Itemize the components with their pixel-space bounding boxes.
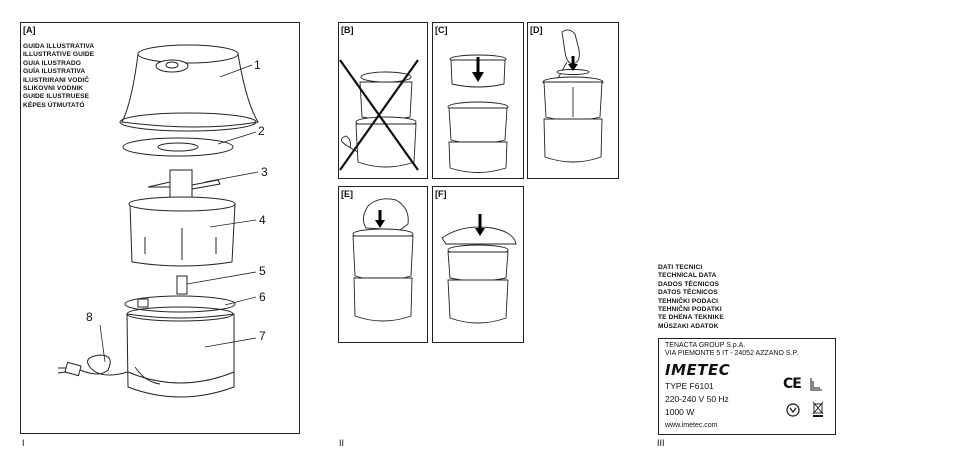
panel-f-label: [F] — [435, 189, 447, 199]
callout-6: 6 — [259, 290, 266, 304]
callout-2: 2 — [258, 124, 265, 138]
callout-3: 3 — [261, 165, 268, 179]
tech-heading-pt: DADOS TÉCNICOS — [658, 280, 720, 288]
exploded-view-illustration — [57, 44, 259, 398]
plate-company: TENACTA GROUP S.p.A. — [665, 342, 746, 349]
page-number-3: III — [657, 438, 665, 448]
panel-b-illustration — [339, 59, 419, 171]
panel-c-illustration — [447, 54, 509, 173]
callout-5: 5 — [259, 264, 266, 278]
panel-f-illustration — [441, 214, 517, 324]
callout-8: 8 — [86, 310, 93, 324]
ce-mark-icon: CE — [783, 376, 802, 392]
panel-d-label: [D] — [530, 25, 543, 35]
rating-plate: TENACTA GROUP S.p.A. VIA PIEMONTE 5 IT -… — [658, 338, 836, 435]
plate-website: www.imetec.com — [665, 422, 718, 429]
language-en: ILLUSTRATIVE GUIDE — [23, 51, 95, 59]
tech-heading-en: TECHNICAL DATA — [658, 272, 717, 280]
language-pt: GUIA ILUSTRADO — [23, 59, 81, 67]
language-it: GUIDA ILLUSTRATIVA — [23, 43, 95, 50]
tech-heading-hr: TEHNIČKI PODACI — [658, 297, 719, 305]
panel-a-label: [A] — [23, 25, 36, 35]
language-hr: ILUSTRIRANI VODIČ — [23, 76, 90, 84]
callout-1: 1 — [254, 58, 261, 72]
language-es: GUÍA ILUSTRATIVA — [23, 68, 86, 76]
tech-heading-es: DATOS TÉCNICOS — [658, 289, 718, 297]
tech-heading-it: DATI TECNICI — [658, 264, 703, 271]
approval-mark-icon — [786, 403, 800, 417]
technical-data-headings: DATI TECNICI TECHNICAL DATA DADOS TÉCNIC… — [658, 264, 724, 331]
panel-e-illustration — [352, 198, 414, 322]
tech-heading-hu: MŰSZAKI ADATOK — [658, 322, 719, 330]
tech-heading-sq: TE DHËNA TEKNIKE — [658, 314, 724, 322]
page-number-2: II — [339, 438, 345, 448]
panel-b-label: [B] — [341, 25, 354, 35]
panel-e-label: [E] — [341, 189, 353, 199]
page-number-1: I — [22, 438, 25, 448]
plate-type: TYPE F6101 — [665, 381, 714, 391]
panel-d-illustration — [542, 29, 604, 163]
callout-4: 4 — [259, 213, 266, 227]
language-sq: GUIDE ILUSTRUESE — [23, 93, 90, 101]
language-hu: KÉPES ÚTMUTATÓ — [23, 101, 85, 109]
language-sl: SLIKOVNI VODNIK — [23, 85, 84, 93]
brand-logo: IMETEC — [665, 361, 731, 379]
tech-heading-sl: TEHNIČNI PODATKI — [658, 306, 722, 314]
plate-address: VIA PIEMONTE 5 IT - 24052 AZZANO S.P. — [665, 350, 799, 357]
plate-power: 1000 W — [665, 407, 695, 417]
callout-7: 7 — [259, 329, 266, 343]
panel-c-label: [C] — [435, 25, 448, 35]
class-ii-insulation-icon — [810, 378, 822, 391]
plate-voltage: 220-240 V 50 Hz — [665, 394, 729, 404]
weee-bin-icon — [812, 401, 824, 417]
guide-language-list: GUIDA ILLUSTRATIVA ILLUSTRATIVE GUIDE GU… — [23, 43, 94, 110]
